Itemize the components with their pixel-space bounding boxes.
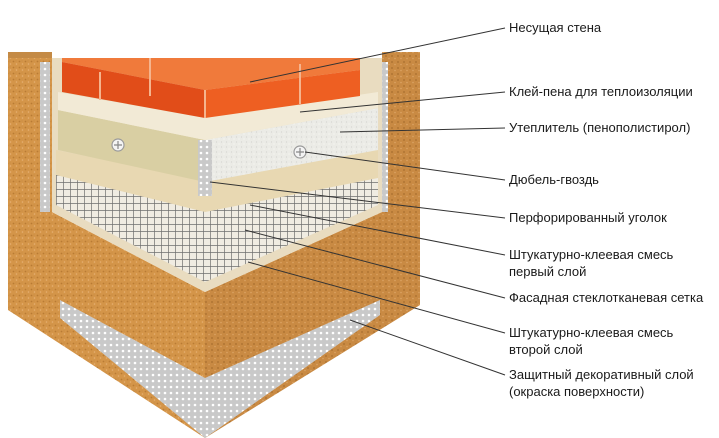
plaster-first-layer xyxy=(56,150,378,212)
decorative-layer-top-edge xyxy=(8,52,52,58)
insulation-right-face xyxy=(205,108,378,182)
insulation-left-face xyxy=(58,110,205,182)
brick-wall-left xyxy=(62,62,205,118)
perforated-strip-right xyxy=(378,62,388,212)
decorative-layer-left-face xyxy=(8,52,205,438)
brick-joints xyxy=(99,58,301,118)
leader-lines xyxy=(209,27,506,376)
perforated-strip-left xyxy=(40,62,50,212)
brick-wall-top xyxy=(62,58,360,90)
foam-adhesive-layer xyxy=(58,92,378,140)
dowel-nail-icon xyxy=(111,138,307,159)
brick-wall-right xyxy=(205,70,360,118)
decorative-layer-right-face xyxy=(205,52,420,438)
perforated-corner-bottom xyxy=(60,300,380,438)
perforated-corner-front xyxy=(198,140,212,196)
